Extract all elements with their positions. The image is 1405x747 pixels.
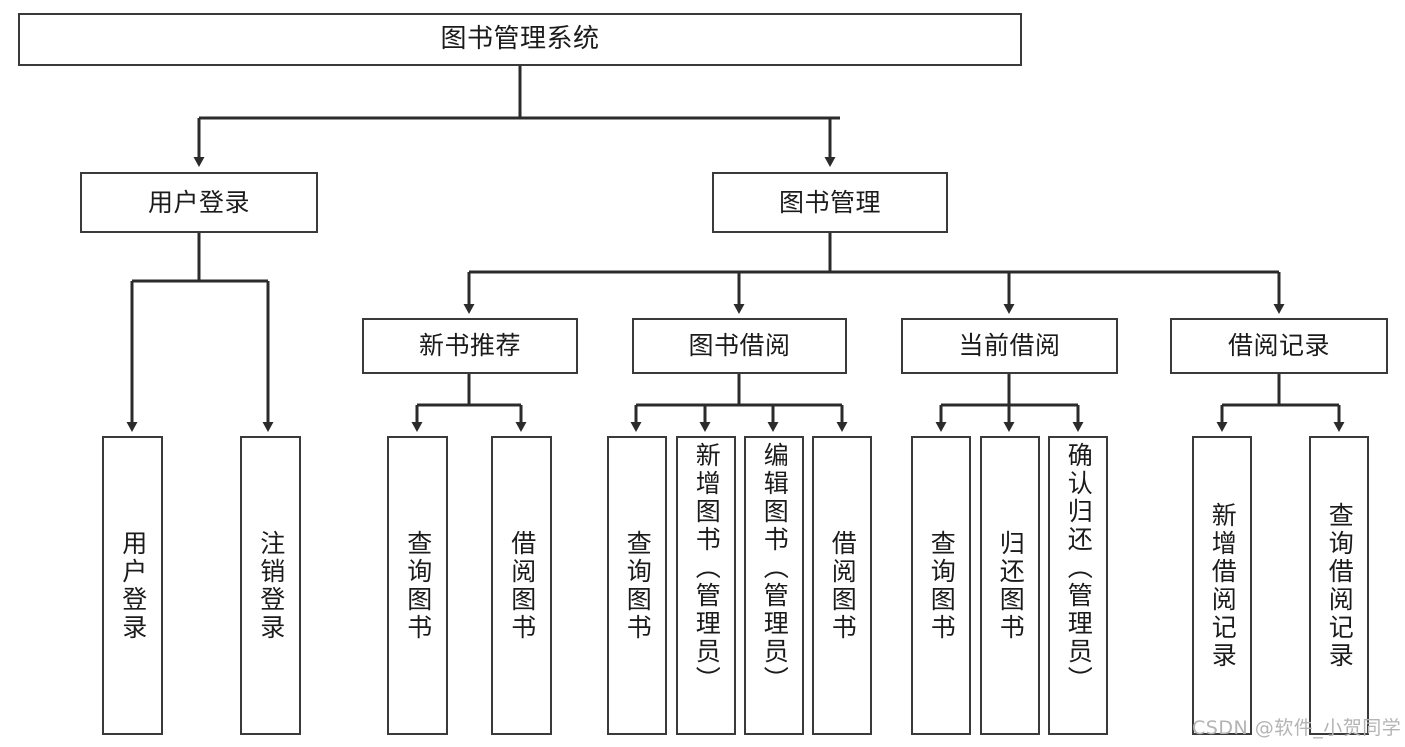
leaf-cb-query-book[interactable]: 查询图书 [911, 436, 971, 735]
leaf-logout[interactable]: 注销登录 [240, 436, 301, 735]
node-label: 图书借阅 [688, 331, 791, 361]
leaf-nb-borrow-book[interactable]: 借阅图书 [491, 436, 552, 735]
node-label: 当前借阅 [958, 331, 1061, 361]
leaf-bb-edit-book-admin[interactable]: 编辑图书（管理员） [744, 436, 804, 735]
csdn-watermark: CSDN @软件_小贺同学 [1192, 717, 1402, 739]
node-current-borrow[interactable]: 当前借阅 [901, 318, 1118, 374]
node-label: 查询借阅记录 [1325, 501, 1355, 670]
node-label: 新增借阅记录 [1208, 501, 1238, 670]
leaf-user-login[interactable]: 用户登录 [102, 436, 163, 735]
node-label: 用户登录 [147, 187, 250, 217]
node-user-login[interactable]: 用户登录 [80, 172, 318, 233]
node-label: 确认归还（管理员） [1064, 442, 1094, 694]
node-label: 查询图书 [403, 529, 433, 642]
leaf-bb-query-book[interactable]: 查询图书 [607, 436, 667, 735]
node-book-management[interactable]: 图书管理 [712, 172, 948, 233]
node-label: 新书推荐 [418, 331, 521, 361]
node-label: 编辑图书（管理员） [760, 442, 790, 694]
node-label: 用户登录 [118, 529, 148, 642]
leaf-br-add-record[interactable]: 新增借阅记录 [1192, 436, 1252, 735]
node-label: 借阅图书 [828, 529, 858, 642]
node-book-borrow[interactable]: 图书借阅 [632, 318, 847, 374]
node-label: 借阅图书 [507, 529, 537, 642]
node-label: 图书管理 [778, 187, 881, 217]
node-borrow-record[interactable]: 借阅记录 [1170, 318, 1388, 374]
leaf-bb-borrow-book[interactable]: 借阅图书 [812, 436, 872, 735]
node-root-book-management-system[interactable]: 图书管理系统 [18, 13, 1022, 66]
node-label: 新增图书（管理员） [692, 442, 722, 694]
node-label: 查询图书 [623, 529, 653, 642]
leaf-br-query-record[interactable]: 查询借阅记录 [1309, 436, 1369, 735]
node-label: 借阅记录 [1227, 331, 1330, 361]
node-label: 查询图书 [927, 529, 957, 642]
node-label: 注销登录 [256, 529, 286, 642]
leaf-nb-query-book[interactable]: 查询图书 [387, 436, 448, 735]
leaf-cb-confirm-return-admin[interactable]: 确认归还（管理员） [1048, 436, 1108, 735]
node-label: 图书管理系统 [440, 24, 600, 55]
leaf-cb-return-book[interactable]: 归还图书 [980, 436, 1040, 735]
node-label: 归还图书 [996, 529, 1026, 642]
node-new-book-recommend[interactable]: 新书推荐 [362, 318, 578, 374]
leaf-bb-add-book-admin[interactable]: 新增图书（管理员） [676, 436, 736, 735]
